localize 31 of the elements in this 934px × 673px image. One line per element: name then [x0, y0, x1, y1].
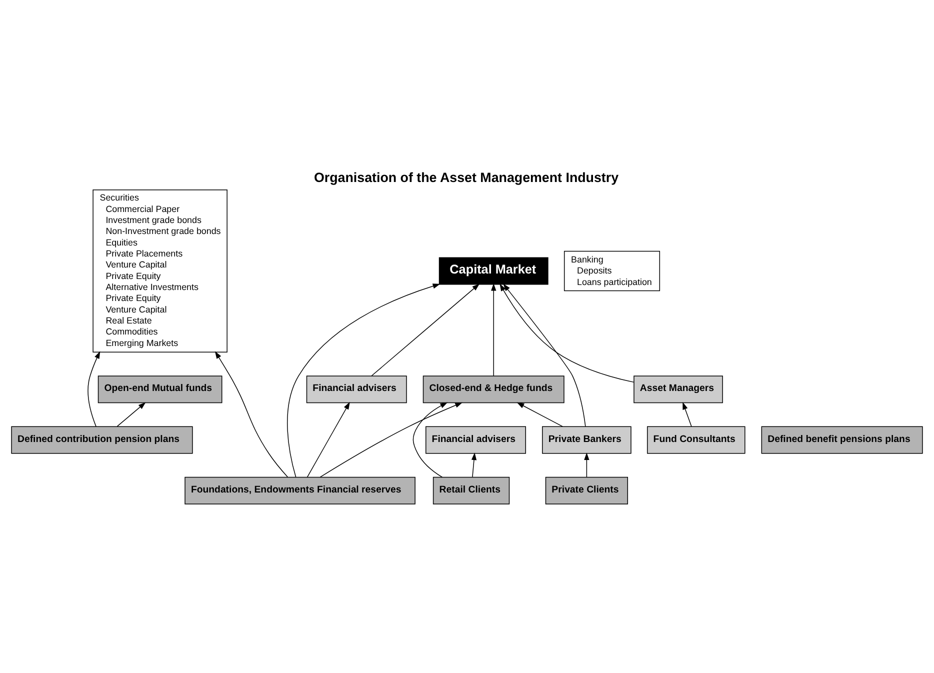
arrow	[471, 452, 477, 478]
node-box: Fund Consultants	[647, 426, 746, 454]
node-box: Banking Deposits Loans participation	[564, 250, 660, 292]
node-box: Defined benefit pensions plans	[761, 426, 923, 454]
arrow	[116, 402, 146, 427]
arrow	[516, 402, 563, 427]
node-box: Financial advisers	[306, 376, 407, 404]
arrow	[88, 351, 100, 427]
node-box: Private Clients	[545, 476, 628, 504]
arrow	[412, 402, 448, 478]
node-box: Capital Market	[438, 257, 548, 285]
node-box: Private Bankers	[542, 426, 632, 454]
diagram-title: Organisation of the Asset Management Industry	[314, 170, 619, 185]
node-box: Open-end Mutual funds	[98, 376, 222, 404]
arrow	[491, 283, 496, 376]
arrow	[320, 402, 463, 478]
arrow	[682, 402, 692, 427]
node-box: Foundations, Endowments Financial reserves	[184, 476, 416, 504]
arrow	[584, 452, 590, 478]
arrow	[287, 284, 440, 478]
arrow	[306, 402, 350, 478]
node-box: Securities Commercial Paper Investment grade bonds Non-Investment grade bonds Equities Private Placements Venture Capital Private Equity Alternative Investments Private Equity Venture Capital Real Estate Commodities Emerging Markets	[92, 189, 228, 352]
node-box: Closed-end & Hedge funds	[422, 376, 564, 404]
arrow	[371, 284, 480, 376]
arrow	[500, 284, 634, 383]
node-box: Defined contribution pension plans	[11, 426, 193, 454]
node-box: Asset Managers	[634, 376, 723, 404]
node-box: Financial advisers	[426, 426, 526, 454]
arrow	[503, 284, 586, 427]
node-box: Retail Clients	[432, 476, 510, 504]
arrow	[214, 351, 288, 478]
